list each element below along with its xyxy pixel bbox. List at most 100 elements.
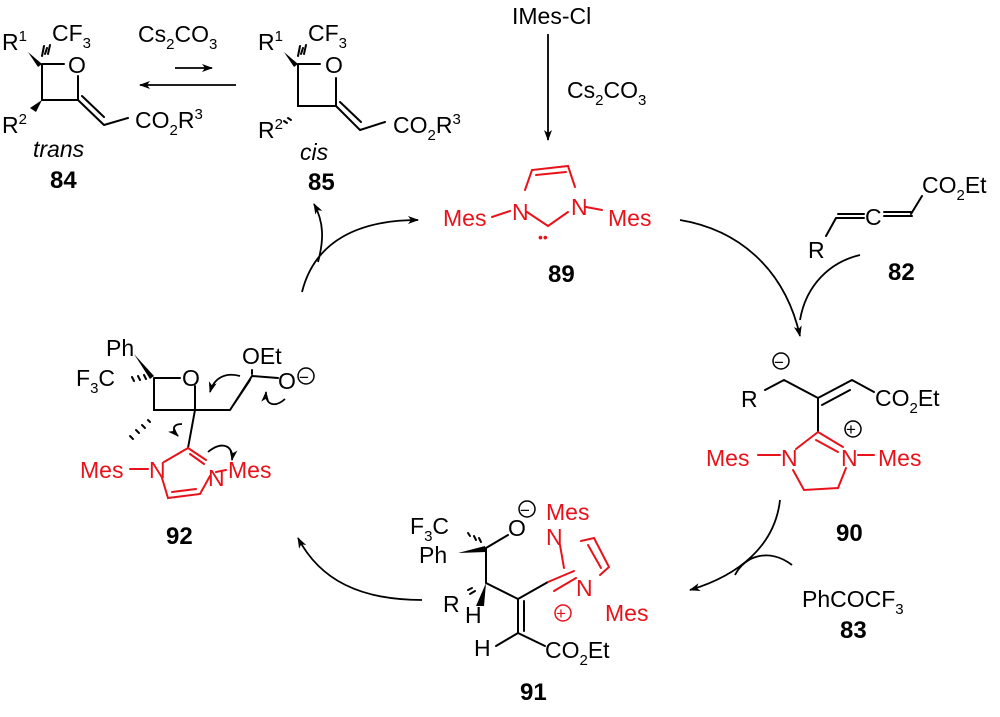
c91-plus-circle	[554, 604, 572, 622]
c82-ester: CO2Et	[922, 172, 987, 204]
c92-bonds	[153, 375, 279, 449]
c82-r: R	[808, 237, 825, 263]
arrow-89-to-90	[679, 219, 802, 337]
c85-r1: R1	[258, 28, 283, 55]
c82-bonds	[825, 195, 923, 237]
c90-ring	[792, 431, 847, 492]
compound-91-alkoxide: F3C Ph O − R H H CO2Et N N Mes Mes + 91	[410, 499, 648, 706]
c84-hash-cf3	[41, 44, 51, 57]
c90-n-right: N	[841, 445, 858, 471]
c89-mes-left: Mes	[443, 205, 486, 231]
c85-ring-oxygen: O	[325, 52, 343, 78]
c84-cf3: CF3	[52, 20, 91, 52]
c91-h1: H	[465, 602, 482, 628]
c92-n-left: N	[149, 457, 166, 483]
c92-ph: Ph	[106, 335, 134, 361]
c91-plus: +	[556, 604, 566, 623]
c85-hash-r2	[283, 117, 292, 124]
c84-r1: R1	[2, 28, 27, 55]
arrow-release-85	[313, 203, 323, 263]
activation-base: Cs2CO3	[567, 77, 646, 109]
c90-plus-circle	[844, 420, 862, 438]
c84-r2: R2	[2, 111, 27, 138]
c91-id: 91	[520, 679, 547, 706]
arrow-82-entry	[799, 254, 861, 321]
c85-stereo-label: cis	[300, 139, 329, 165]
c89-id: 89	[548, 261, 575, 288]
c90-minus: −	[774, 353, 784, 372]
c84-ester: CO2R3	[135, 106, 203, 139]
c90-mes-right: Mes	[878, 445, 921, 471]
c85-wedge-r1	[284, 52, 298, 67]
c91-f3c: F3C	[410, 513, 449, 545]
c92-mes-right: Mes	[228, 457, 271, 483]
c91-hash-r	[467, 587, 476, 595]
c83-id: 83	[840, 617, 867, 644]
c90-plus: +	[846, 420, 856, 439]
c92-n-right: N	[208, 465, 225, 491]
c84-bonds	[41, 63, 129, 126]
c92-minus: −	[299, 368, 309, 387]
c91-wedge-h	[476, 583, 486, 606]
c92-o-minus: O	[278, 368, 296, 394]
c91-minus-circle	[518, 500, 536, 518]
compound-85: R1 CF3 O R2 CO2R3 cis 85	[258, 20, 461, 196]
c91-ph: Ph	[419, 542, 447, 568]
c90-r: R	[741, 386, 758, 412]
c89-n-left: N	[512, 199, 529, 225]
arrow-83-entry	[734, 554, 793, 576]
c91-bonds	[485, 534, 549, 647]
precatalyst-activation: IMes-Cl Cs2CO3	[512, 3, 646, 141]
compound-82-allenoate: C R CO2Et 82	[808, 172, 987, 286]
c85-bonds	[297, 63, 386, 131]
c92-hash-cf3	[131, 374, 147, 382]
c91-o: O	[508, 515, 526, 541]
c83-formula: PhCOCF3	[802, 586, 904, 618]
equilibrium-arrows: Cs2CO3	[138, 21, 236, 89]
c85-ester: CO2R3	[393, 111, 461, 144]
c89-bond-right	[585, 206, 603, 211]
c92-id: 92	[166, 523, 193, 550]
c82-id: 82	[888, 259, 915, 286]
compound-90-zwitterion: − R CO2Et Mes N N Mes + 90	[706, 352, 940, 547]
c89-bond-left	[491, 210, 511, 218]
compound-84: R1 CF3 O R2 CO2R3 trans 84	[2, 20, 203, 194]
c91-h2: H	[474, 635, 491, 661]
c92-push-arrow-4	[207, 444, 238, 461]
arrow-92-to-89	[301, 216, 419, 293]
c85-r2: R2	[258, 116, 283, 143]
c91-minus: −	[520, 501, 530, 520]
c91-hash-cf3	[467, 532, 482, 543]
c92-f3c: F3C	[76, 365, 115, 397]
c92-push-arrow-3	[168, 423, 183, 437]
c90-minus-circle	[772, 352, 790, 370]
c91-ring	[547, 536, 611, 592]
compound-83-trifluoroacetophenone: PhCOCF3 83	[802, 586, 904, 644]
c84-ring-oxygen: O	[68, 52, 86, 78]
c84-id: 84	[50, 167, 77, 194]
c89-lone-pair: ••	[538, 229, 548, 245]
c91-n-top: N	[546, 524, 563, 550]
c89-ring	[524, 164, 576, 228]
eq-base: Cs2CO3	[138, 21, 217, 53]
c84-stereo-label: trans	[33, 136, 85, 162]
c84-wedge-r2	[30, 100, 42, 112]
cycle-arrows	[297, 203, 861, 601]
arrow-91-to-92	[297, 537, 423, 601]
c90-mes-left: Mes	[706, 445, 749, 471]
arrow-90-to-91	[689, 499, 781, 591]
c90-ester: CO2Et	[875, 385, 940, 417]
c92-ring	[161, 447, 211, 500]
compound-92-spiro-intermediate: Ph F3C O OEt O − Mes N N Mes 92	[76, 335, 315, 550]
c92-wedge-ph	[134, 354, 154, 379]
c91-r: R	[443, 591, 460, 617]
c85-id: 85	[308, 169, 335, 196]
c85-cf3: CF3	[308, 20, 347, 52]
c91-mes-bottom: Mes	[605, 600, 648, 626]
c92-mes-left: Mes	[80, 457, 123, 483]
c92-push-arrow-1	[208, 373, 241, 393]
c90-n-left: N	[781, 445, 798, 471]
c92-oet: OEt	[242, 343, 282, 369]
c91-mes-top: Mes	[546, 499, 589, 525]
